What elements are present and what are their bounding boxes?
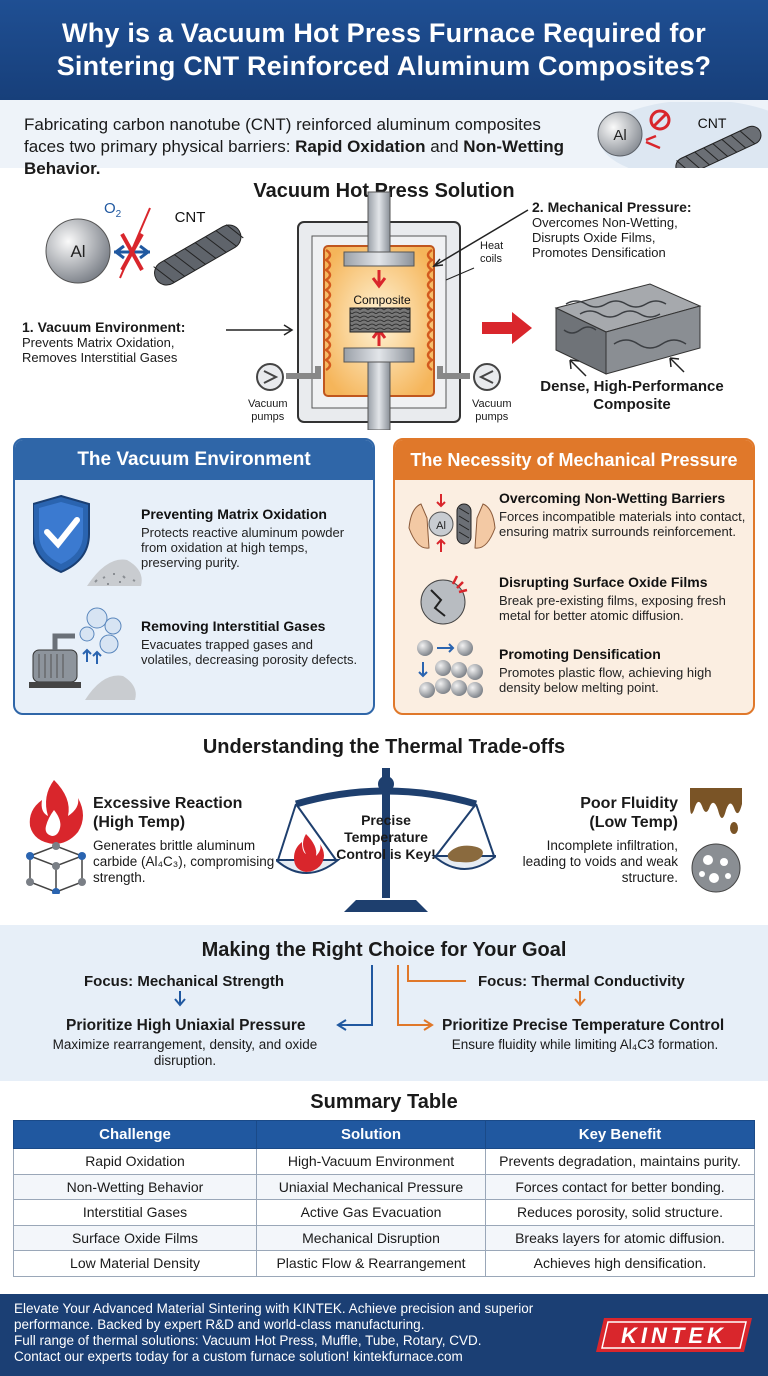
pressure-item-wetting: Overcoming Non-Wetting Barriers Forces i…	[499, 490, 746, 539]
page-header: Why is a Vacuum Hot Press Furnace Requir…	[0, 0, 768, 100]
table-cell: Interstitial Gases	[13, 1199, 257, 1226]
cnt-label: CNT	[698, 115, 727, 131]
prioritize-pressure-desc: Maximize rearrangement, density, and oxi…	[52, 1037, 318, 1068]
table-cell: Reduces porosity, solid structure.	[485, 1199, 755, 1226]
choice-title: Making the Right Choice for Your Goal	[201, 939, 567, 961]
pressure-panel-title: The Necessity of Mechanical Pressure	[395, 440, 753, 480]
particle-densification-icon	[417, 640, 483, 698]
kintek-logo-text: KINTEK	[621, 1323, 727, 1348]
melting-drip-icon	[690, 788, 742, 893]
vacuum-item-oxidation: Preventing Matrix Oxidation Protects rea…	[141, 506, 345, 570]
table-row: Low Material Density Plastic Flow & Rear…	[13, 1250, 755, 1277]
table-cell: Mechanical Disruption	[256, 1224, 486, 1251]
cnt-label-diagram: CNT	[175, 209, 206, 226]
shield-check-icon	[33, 494, 142, 586]
page-title: Why is a Vacuum Hot Press Furnace Requir…	[56, 18, 712, 81]
table-cell: Active Gas Evacuation	[256, 1199, 486, 1226]
table-cell: Forces contact for better bonding.	[485, 1173, 755, 1200]
cracked-sphere-icon	[420, 575, 468, 625]
callout-vacuum-environment: 1. Vacuum Environment:Prevents Matrix Ox…	[22, 319, 186, 366]
table-row: Rapid Oxidation High-Vacuum Environment …	[13, 1148, 755, 1175]
summary-title: Summary Table	[310, 1091, 458, 1113]
flame-icon	[29, 780, 83, 844]
prioritize-temperature: Prioritize Precise Temperature Control	[442, 1017, 725, 1034]
table-cell: Surface Oxide Films	[13, 1224, 257, 1251]
goal-choice-section: Making the Right Choice for Your Goal Fo…	[0, 925, 768, 1081]
table-cell: Plastic Flow & Rearrangement	[256, 1250, 486, 1277]
pressure-item-densification: Promoting Densification Promotes plastic…	[499, 646, 712, 695]
table-cell: Low Material Density	[13, 1250, 257, 1277]
table-cell: High-Vacuum Environment	[256, 1148, 486, 1175]
table-cell: Uniaxial Mechanical Pressure	[256, 1173, 486, 1200]
prioritize-temperature-desc: Ensure fluidity while limiting Al₄C3 for…	[451, 1037, 719, 1052]
solution-title: Vacuum Hot Press Solution	[253, 180, 515, 202]
kintek-logo[interactable]: KINTEK	[594, 1316, 754, 1354]
callout-mechanical-pressure: 2. Mechanical Pressure:Overcomes Non-Wet…	[532, 199, 692, 261]
table-cell: Prevents degradation, maintains purity.	[485, 1148, 755, 1175]
vacuum-pump-icon	[29, 607, 136, 700]
vacuum-environment-panel: The Vacuum Environment Preventing Matrix…	[13, 438, 375, 715]
balance-scale-icon	[276, 768, 496, 912]
hands-pressing-icon: Al	[408, 494, 496, 552]
table-row: Surface Oxide Films Mechanical Disruptio…	[13, 1224, 755, 1251]
table-cell: Breaks layers for atomic diffusion.	[485, 1224, 755, 1251]
pressure-item-oxide: Disrupting Surface Oxide Films Break pre…	[499, 574, 726, 623]
thermal-title: Understanding the Thermal Trade-offs	[202, 736, 566, 758]
col-header-solution: Solution	[256, 1120, 486, 1149]
al-label-pressure: Al	[436, 520, 446, 532]
footer: Elevate Your Advanced Material Sintering…	[0, 1294, 768, 1376]
table-header-row: Challenge Solution Key Benefit	[13, 1120, 755, 1149]
vacuum-item-gases: Removing Interstitial Gases Evacuates tr…	[141, 618, 358, 667]
composite-label: Composite	[353, 293, 411, 307]
choice-flow-arrows	[174, 965, 586, 1031]
table-row: Interstitial Gases Active Gas Evacuation…	[13, 1199, 755, 1226]
footer-text: Elevate Your Advanced Material Sintering…	[14, 1301, 534, 1364]
low-temp-risk: Poor Fluidity(Low Temp) Incomplete infil…	[522, 795, 678, 885]
summary-table: Challenge Solution Key Benefit Rapid Oxi…	[13, 1120, 755, 1277]
prioritize-pressure: Prioritize High Uniaxial Pressure	[66, 1017, 306, 1034]
al-cnt-incompatibility-icon: Al CNT	[597, 102, 768, 168]
table-cell: Achieves high densification.	[485, 1250, 755, 1277]
table-cell: Non-Wetting Behavior	[13, 1173, 257, 1200]
vacuum-panel-title: The Vacuum Environment	[15, 440, 373, 480]
focus-mechanical-strength: Focus: Mechanical Strength	[84, 973, 285, 990]
intro-banner: Fabricating carbon nanotube (CNT) reinfo…	[0, 100, 768, 178]
svg-text:O2: O2	[104, 200, 122, 220]
footer-contact-link[interactable]: Contact our experts today for a custom f…	[14, 1349, 463, 1364]
mechanical-pressure-panel: The Necessity of Mechanical Pressure Al …	[393, 438, 755, 715]
high-temp-risk: Excessive Reaction(High Temp) Generates …	[93, 795, 275, 885]
focus-thermal-conductivity: Focus: Thermal Conductivity	[478, 973, 685, 990]
table-cell: Rapid Oxidation	[13, 1148, 257, 1175]
intro-text: Fabricating carbon nanotube (CNT) reinfo…	[24, 115, 565, 178]
crystal-lattice-icon	[26, 842, 86, 894]
vacuum-hot-press-diagram: Al O2 CNT Composite	[45, 191, 702, 430]
al-label: Al	[613, 127, 626, 144]
col-header-challenge: Challenge	[13, 1120, 257, 1149]
table-row: Non-Wetting Behavior Uniaxial Mechanical…	[13, 1173, 755, 1200]
al-label-diagram: Al	[70, 242, 85, 261]
col-header-benefit: Key Benefit	[485, 1120, 755, 1149]
